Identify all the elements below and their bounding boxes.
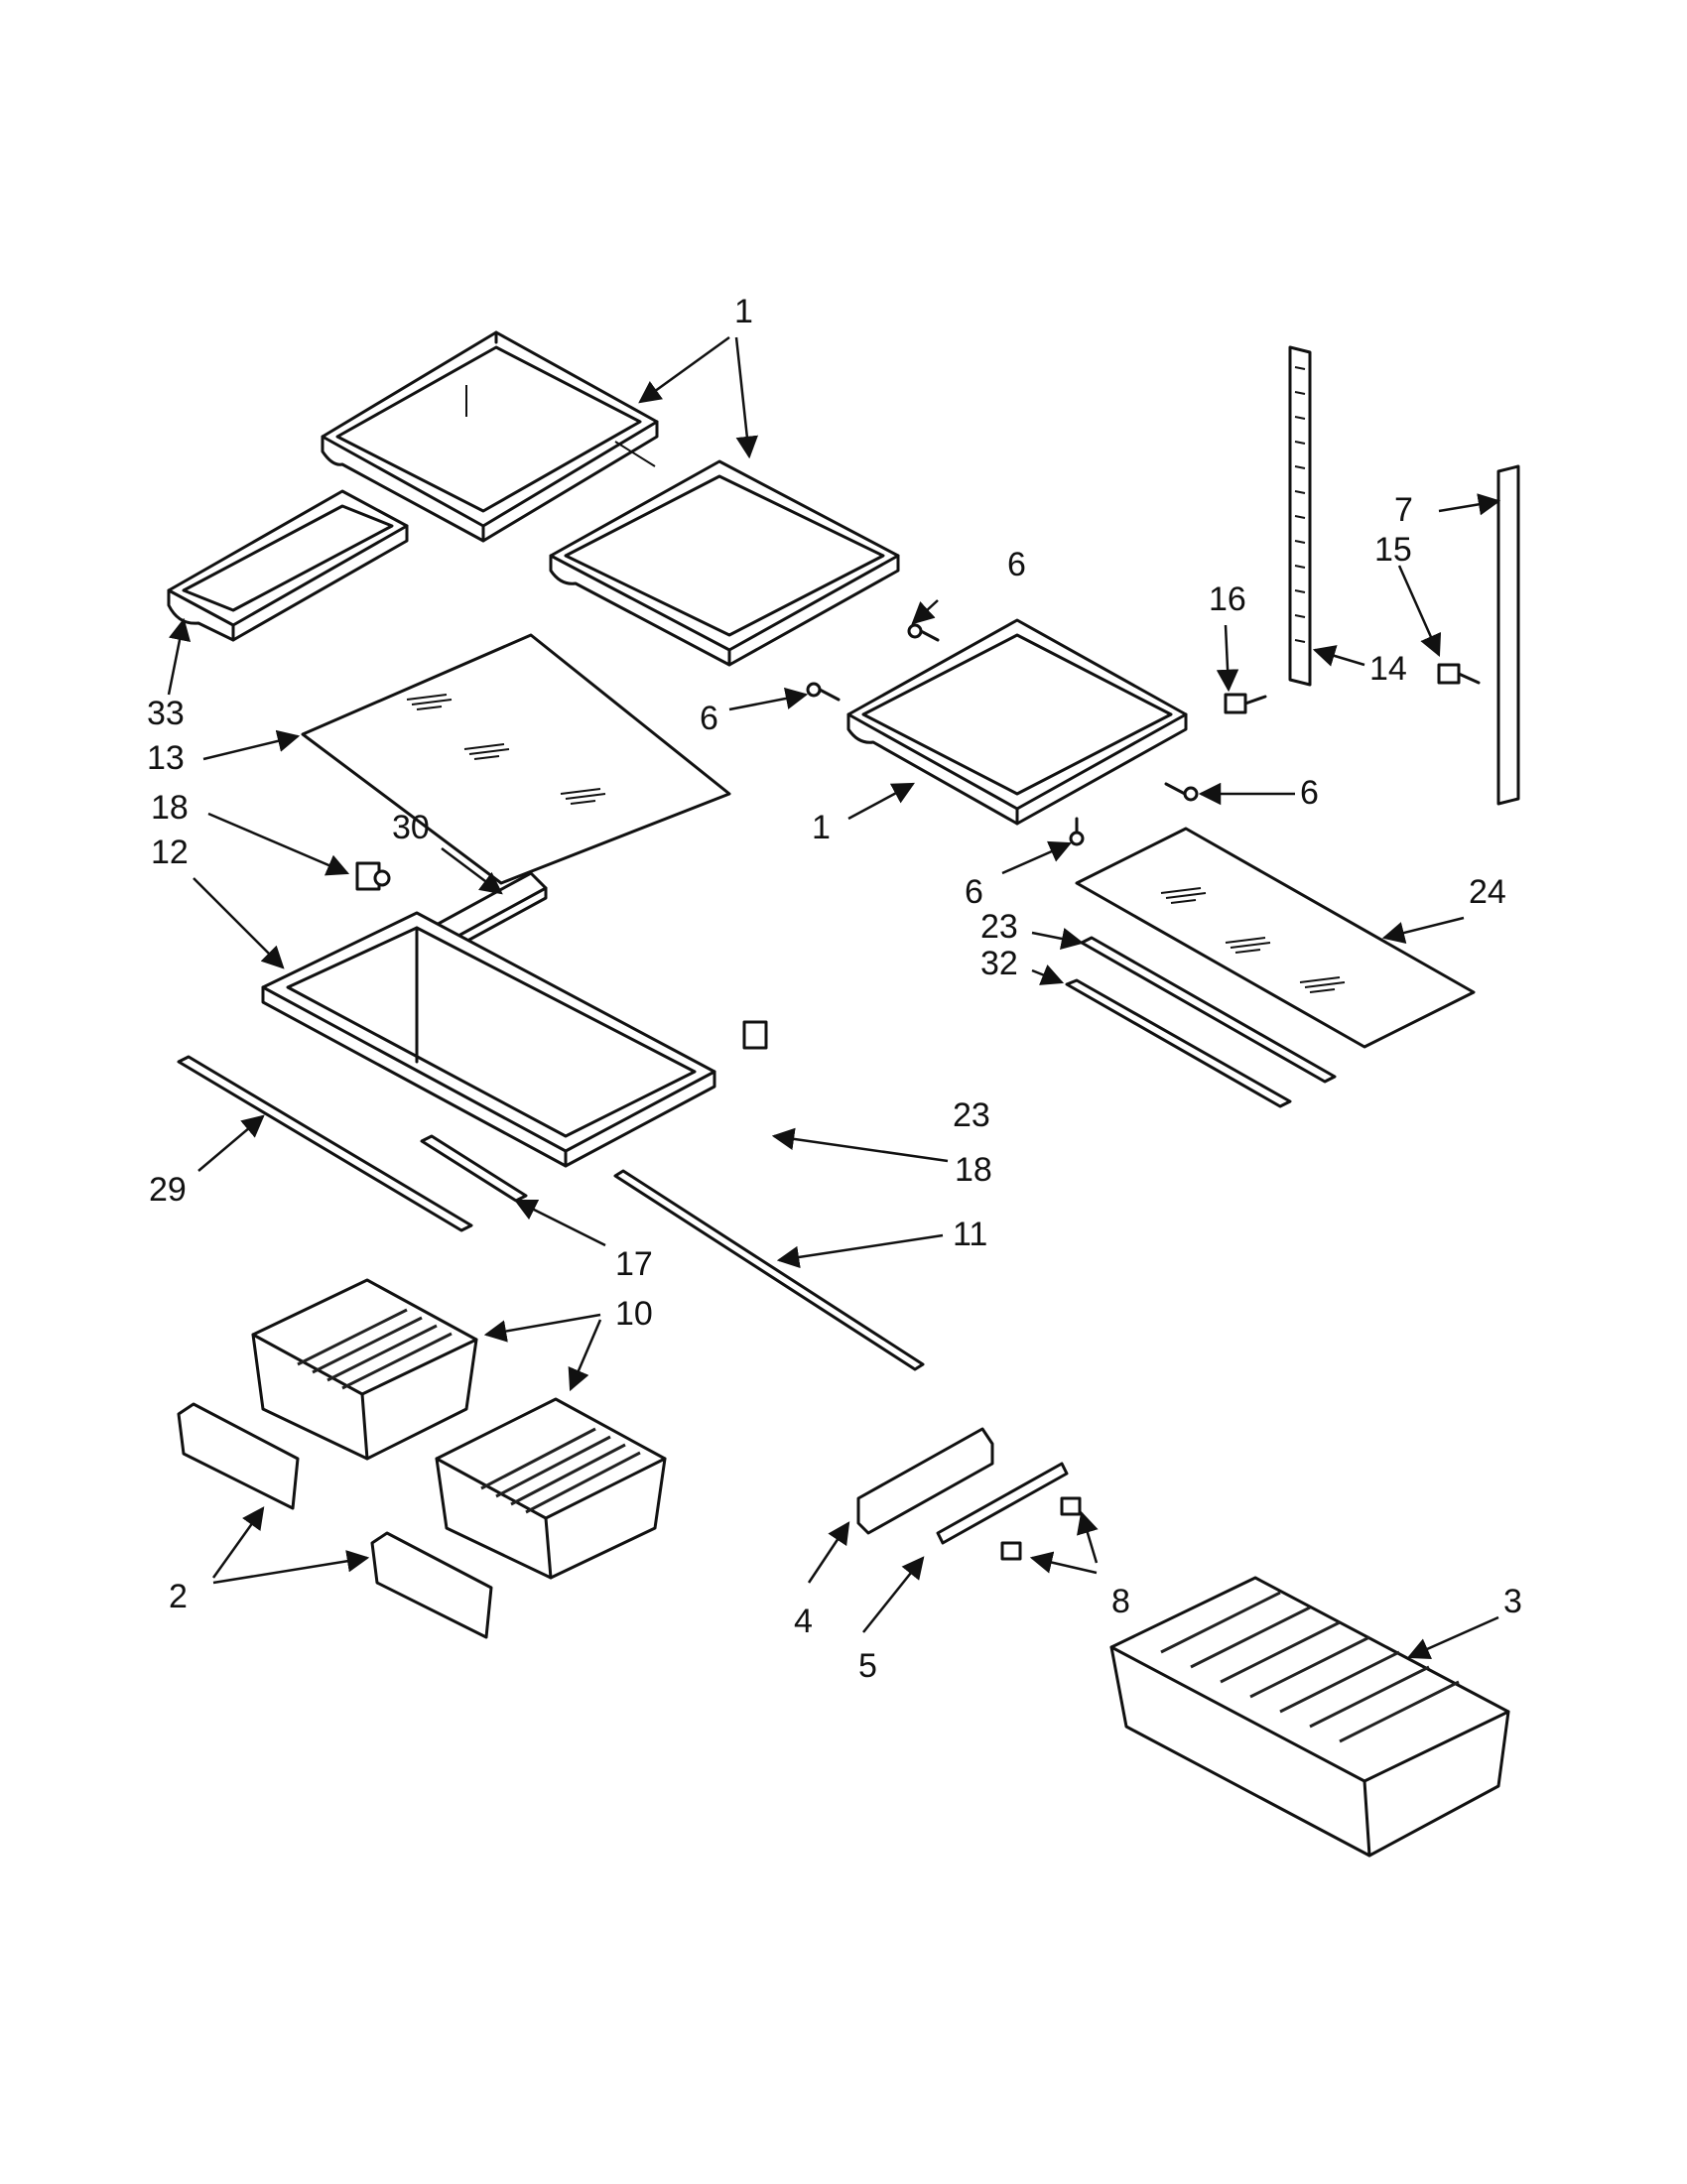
callout-5: 5 bbox=[858, 1647, 877, 1685]
screw-15 bbox=[1437, 663, 1481, 685]
callout-15: 15 bbox=[1374, 531, 1412, 569]
leader-lines bbox=[167, 335, 1501, 1660]
shelf-top-large bbox=[321, 330, 659, 543]
glass-shelf-13 bbox=[301, 633, 731, 885]
callout-6-d: 6 bbox=[965, 873, 983, 911]
callouts: 1 33 13 18 12 30 6 6 6 6 1 16 7 15 14 24… bbox=[147, 293, 1522, 1685]
screw-6-b bbox=[806, 682, 841, 702]
callout-16: 16 bbox=[1209, 580, 1246, 618]
callout-18-left: 18 bbox=[151, 789, 189, 827]
callout-1-top: 1 bbox=[734, 293, 753, 330]
slide-5 bbox=[936, 1462, 1069, 1545]
screw-6-c bbox=[1164, 782, 1199, 802]
callout-4: 4 bbox=[794, 1603, 813, 1640]
callout-7: 7 bbox=[1394, 491, 1413, 529]
bracket-18-right bbox=[742, 1020, 768, 1050]
glass-shelf-24 bbox=[1075, 827, 1476, 1049]
trim-32 bbox=[1065, 978, 1292, 1108]
screw-6-a bbox=[907, 623, 940, 642]
callout-18-right: 18 bbox=[955, 1151, 992, 1189]
callout-6-b: 6 bbox=[700, 700, 718, 737]
bracket-18-left bbox=[355, 861, 391, 891]
callout-2: 2 bbox=[169, 1578, 188, 1615]
callout-29: 29 bbox=[149, 1171, 187, 1209]
drawer-frame-12 bbox=[261, 911, 716, 1168]
shelf-middle bbox=[549, 459, 900, 667]
callout-11: 11 bbox=[953, 1216, 987, 1253]
deli-drawer-3 bbox=[1109, 1576, 1510, 1858]
trim-23 bbox=[1080, 936, 1337, 1084]
shelf-left-small bbox=[167, 489, 409, 642]
screw-8-b bbox=[1000, 1541, 1022, 1561]
callout-33: 33 bbox=[147, 695, 185, 732]
screw-8-a bbox=[1060, 1496, 1082, 1516]
callout-17: 17 bbox=[615, 1245, 653, 1283]
callout-10: 10 bbox=[615, 1295, 653, 1333]
screw-16 bbox=[1224, 693, 1267, 714]
shelf-right bbox=[846, 618, 1188, 826]
callout-24: 24 bbox=[1469, 873, 1506, 911]
slide-17 bbox=[420, 1134, 528, 1203]
callout-32: 32 bbox=[980, 945, 1018, 982]
drawer-front-2-b bbox=[370, 1531, 493, 1639]
callout-30: 30 bbox=[392, 809, 430, 846]
callout-6-c: 6 bbox=[1300, 774, 1319, 812]
callout-23-right: 23 bbox=[980, 908, 1018, 946]
callout-13: 13 bbox=[147, 739, 185, 777]
crisper-drawer-10-a bbox=[251, 1278, 478, 1461]
callout-12: 12 bbox=[151, 834, 189, 871]
rod-11 bbox=[613, 1169, 925, 1371]
rail-14 bbox=[1288, 345, 1312, 687]
callout-3: 3 bbox=[1503, 1583, 1522, 1620]
drawer-front-2-a bbox=[177, 1402, 300, 1510]
rail-29 bbox=[177, 1055, 473, 1232]
screw-6-d bbox=[1069, 817, 1085, 846]
callout-23-mid: 23 bbox=[953, 1096, 990, 1134]
callout-6-a: 6 bbox=[1007, 546, 1026, 583]
callout-1-mid: 1 bbox=[812, 809, 831, 846]
callout-14: 14 bbox=[1369, 650, 1407, 688]
callout-8: 8 bbox=[1111, 1583, 1130, 1620]
rail-7 bbox=[1496, 464, 1520, 806]
slide-4 bbox=[856, 1427, 994, 1535]
crisper-drawer-10-b bbox=[435, 1397, 667, 1580]
